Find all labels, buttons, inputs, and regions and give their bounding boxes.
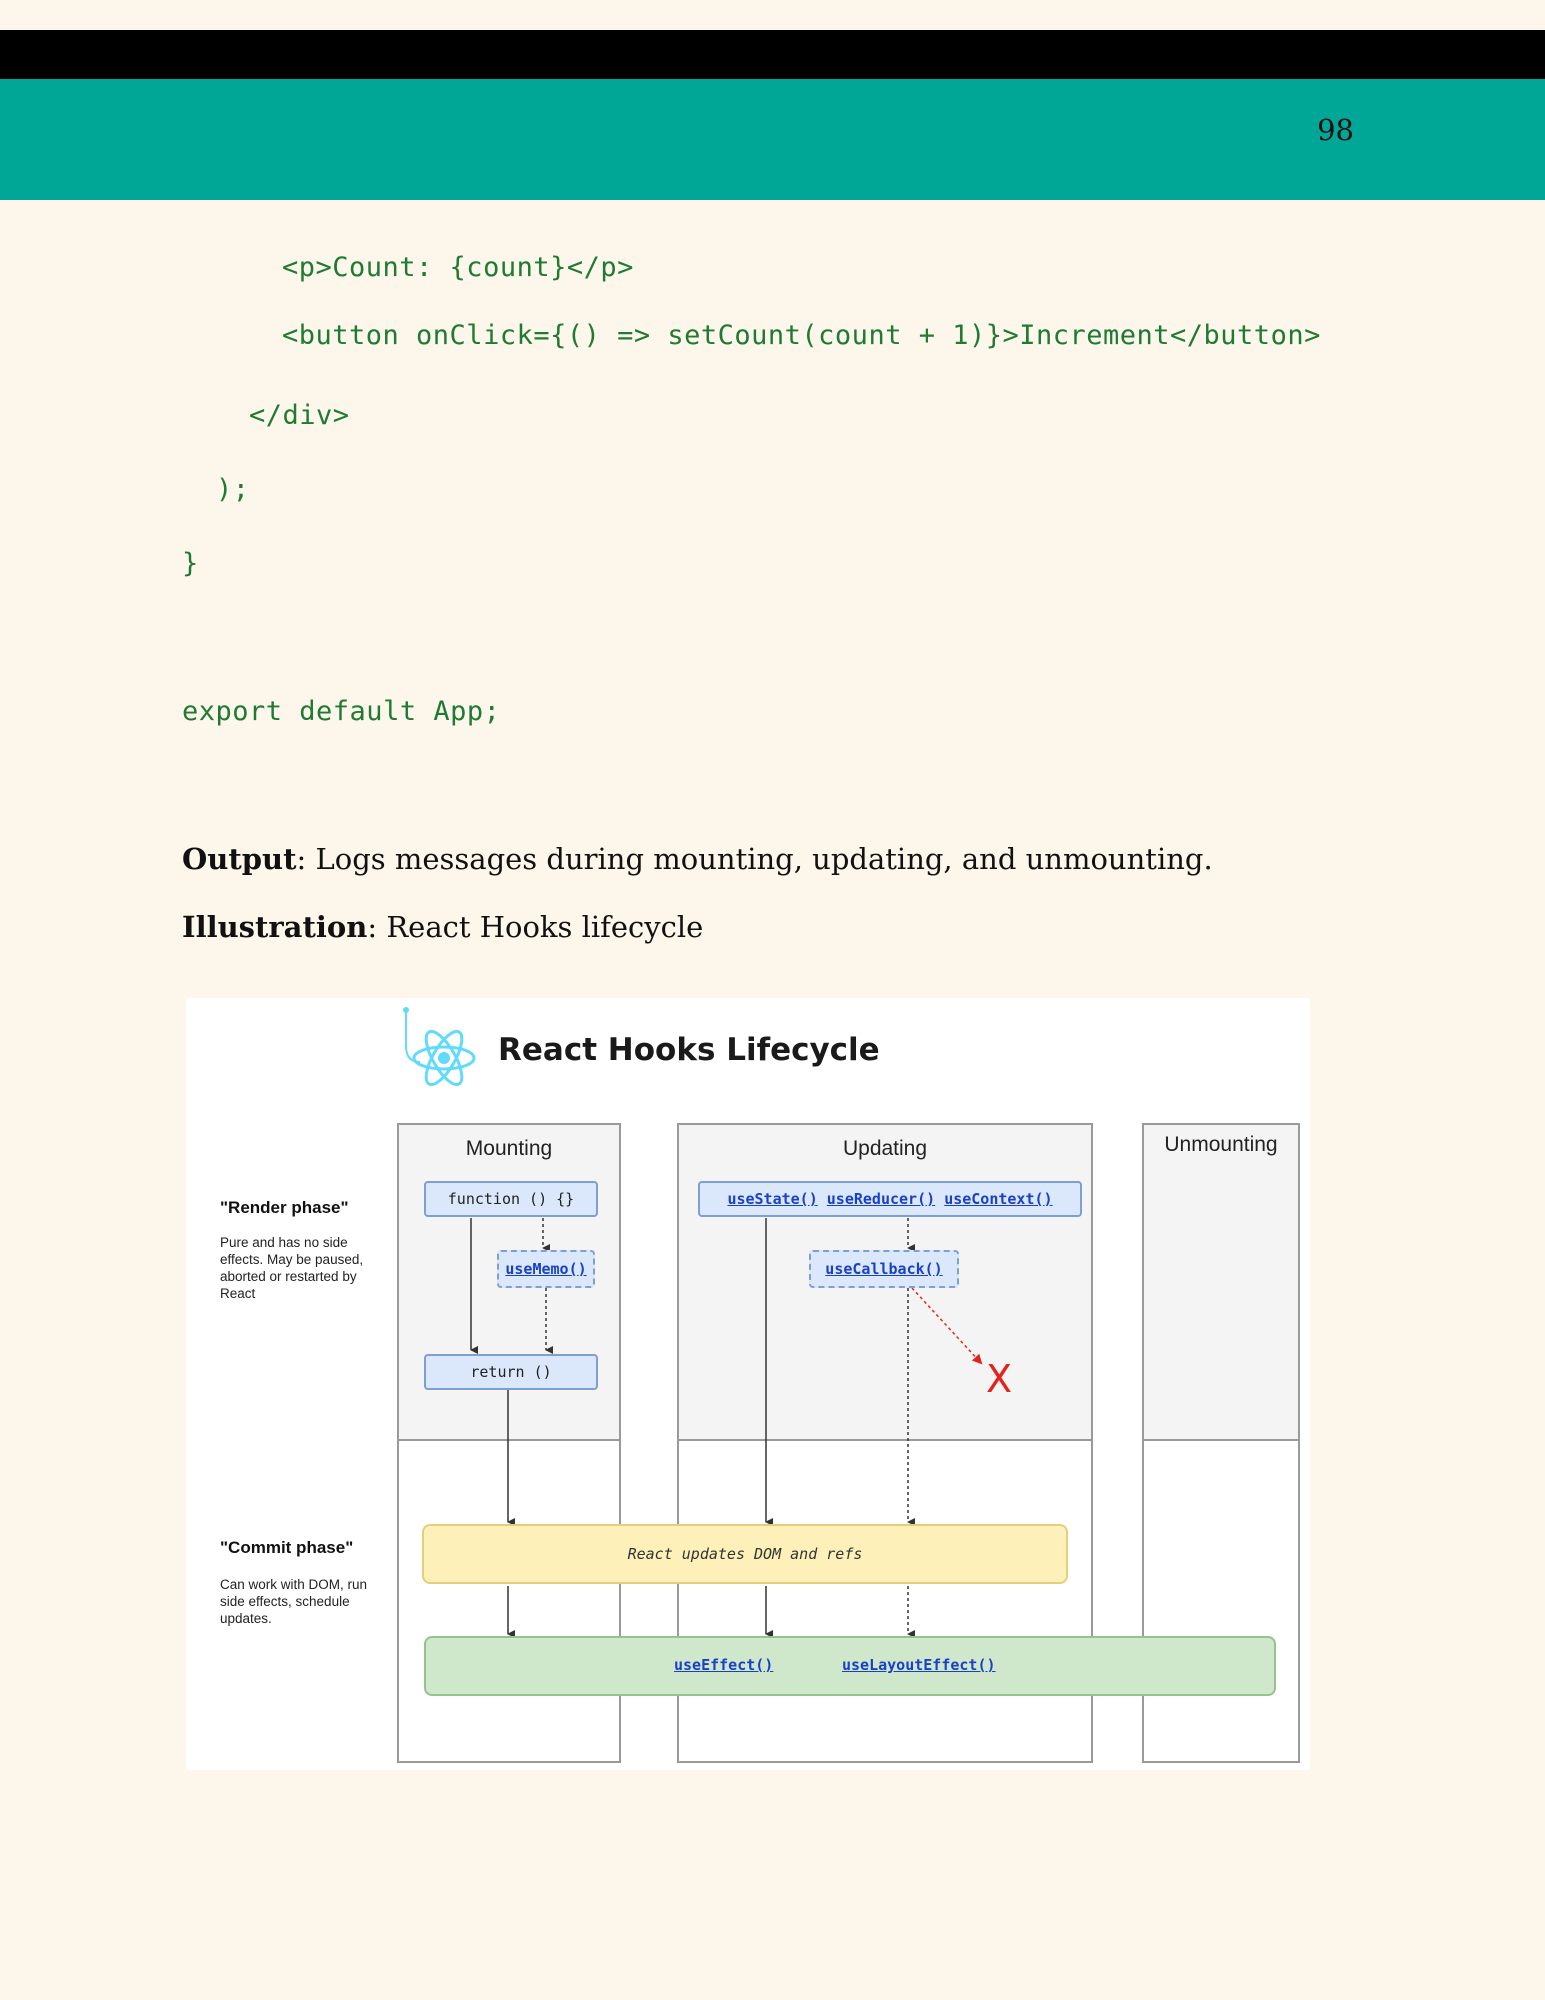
use-reducer-link[interactable]: useReducer() [826,1190,936,1208]
top-bar [0,30,1545,79]
effects-bar: useEffect() useLayoutEffect() [424,1636,1276,1696]
output-paragraph: Output: Logs messages during mounting, u… [182,842,1213,876]
cancel-x-icon: X [986,1357,1013,1401]
react-logo-icon [403,1007,476,1087]
react-hooks-lifecycle-diagram: React Hooks Lifecycle Mounting Updating … [186,998,1310,1770]
page-number: 98 [1317,113,1354,147]
function-node: function () {} [424,1181,598,1217]
code-line: </div> [249,400,350,431]
code-line: <button onClick={() => setCount(count + … [282,320,1321,351]
diagram-arrows [470,1218,983,1638]
output-label: Output [182,842,297,876]
code-line: ); [216,474,250,505]
code-line: export default App; [182,696,501,727]
use-context-link[interactable]: useContext() [944,1190,1053,1208]
mounting-label: Mounting [465,1137,553,1160]
illustration-text: : React Hooks lifecycle [367,910,704,944]
diagram-title: React Hooks Lifecycle [498,1032,880,1068]
page-header: 98 [0,79,1545,200]
use-memo-node[interactable]: useMemo() [497,1250,595,1288]
output-text: : Logs messages during mounting, updatin… [296,842,1213,876]
render-phase-description: Pure and has no side effects. May be pau… [220,1235,364,1301]
code-line: <p>Count: {count}</p> [282,252,634,283]
use-state-link[interactable]: useState() [727,1190,818,1208]
commit-dom-bar: React updates DOM and refs [422,1524,1068,1584]
unmounting-label: Unmounting [1164,1133,1278,1156]
illustration-label: Illustration [182,910,368,944]
render-phase-title: "Render phase" [220,1198,349,1217]
use-callback-node[interactable]: useCallback() [809,1250,959,1288]
return-node: return () [424,1354,598,1390]
use-layout-effect-link[interactable]: useLayoutEffect() [842,1656,996,1674]
unmounting-column: Unmounting [1142,1123,1300,1763]
code-line: } [182,548,199,579]
commit-phase-title: "Commit phase" [220,1538,354,1557]
use-effect-link[interactable]: useEffect() [674,1656,774,1674]
commit-phase-description: Can work with DOM, run side effects, sch… [220,1577,368,1626]
illustration-paragraph: Illustration: React Hooks lifecycle [182,910,703,944]
state-hooks-node: useState() useReducer() useContext() [698,1181,1082,1217]
updating-label: Updating [842,1137,928,1160]
